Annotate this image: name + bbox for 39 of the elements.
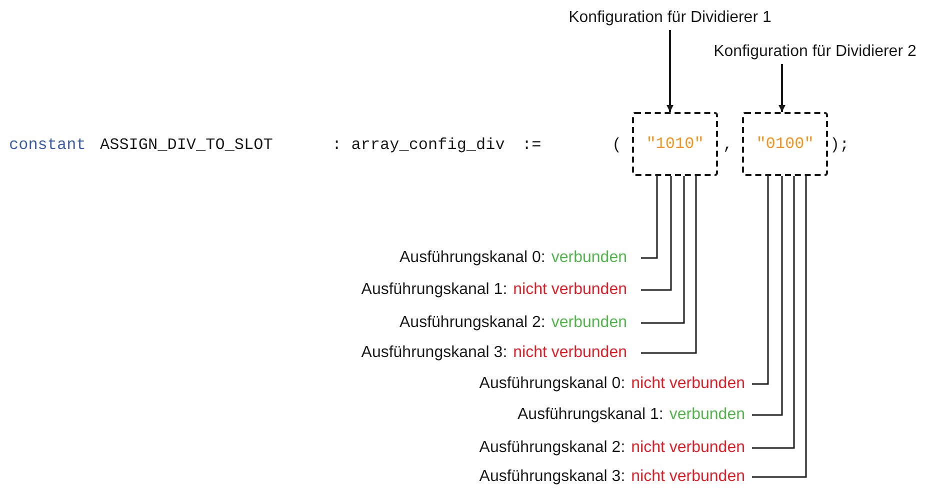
code-comma: , — [723, 135, 733, 156]
leader-line — [752, 176, 795, 449]
leader-line — [641, 176, 697, 354]
status-label: nicht verbunden — [631, 467, 745, 487]
leader-line — [752, 176, 769, 385]
arrow — [666, 30, 674, 112]
leader-line — [752, 176, 807, 478]
channel-label: Ausführungskanal 3: — [361, 343, 508, 363]
status-label: verbunden — [669, 405, 745, 425]
code-operator: := — [522, 135, 542, 156]
dashed-box — [632, 112, 718, 176]
code-string: "0100" — [756, 134, 814, 155]
status-label: verbunden — [551, 313, 627, 333]
dashed-box — [742, 112, 828, 176]
leader-line — [752, 176, 783, 416]
code-paren: ); — [830, 135, 850, 156]
code-type: : array_config_div — [332, 135, 505, 156]
code-string: "1010" — [646, 134, 704, 155]
status-label: verbunden — [551, 248, 627, 268]
channel-label: Ausführungskanal 2: — [479, 438, 626, 458]
status-label: nicht verbunden — [631, 374, 745, 394]
heading-label: Konfiguration für Dividierer 1 — [568, 8, 772, 28]
code-keyword: constant — [9, 135, 86, 156]
code-paren: ( — [612, 135, 622, 156]
channel-label: Ausführungskanal 0: — [400, 248, 546, 268]
status-label: nicht verbunden — [513, 343, 627, 363]
channel-label: Ausführungskanal 1: — [361, 280, 508, 300]
leader-line — [641, 176, 658, 259]
channel-label: Ausführungskanal 2: — [400, 313, 546, 333]
arrow — [778, 64, 786, 112]
heading-label: Konfiguration für Dividierer 2 — [714, 42, 916, 62]
status-label: nicht verbunden — [513, 280, 627, 300]
status-label: nicht verbunden — [631, 438, 745, 458]
code-identifier: ASSIGN_DIV_TO_SLOT — [100, 135, 273, 156]
leader-line — [641, 176, 672, 291]
channel-label: Ausführungskanal 0: — [479, 374, 626, 394]
channel-label: Ausführungskanal 1: — [518, 405, 664, 425]
channel-label: Ausführungskanal 3: — [479, 467, 626, 487]
leader-line — [641, 176, 685, 324]
